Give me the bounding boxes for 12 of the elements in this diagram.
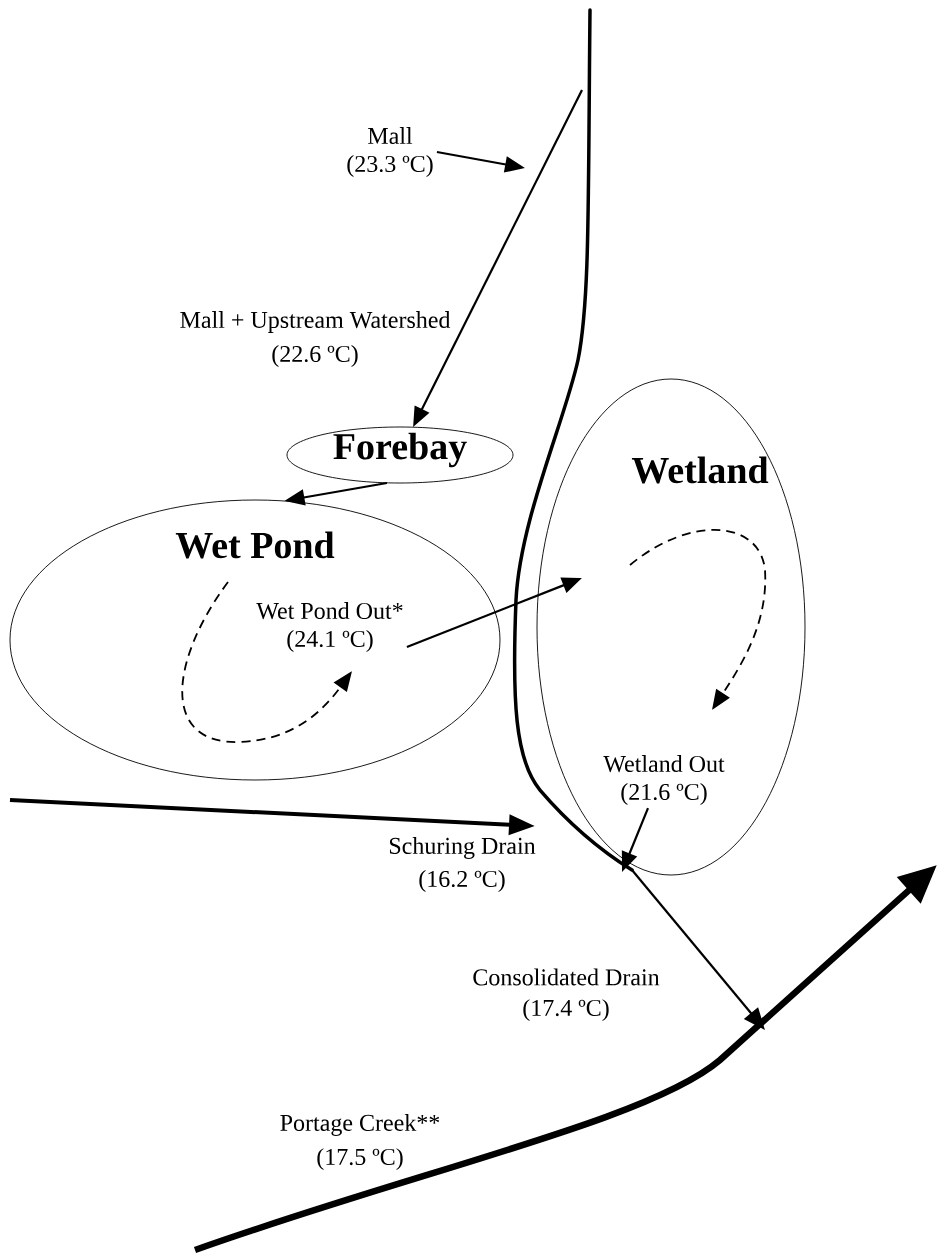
place-label: Schuring Drain [389,837,536,859]
place-label: (16.2 ºC) [419,870,505,892]
station-label: Wet Pond Out* (24.1 ºC) [256,602,403,652]
place-label: (17.5 ºC) [317,1148,403,1170]
place-label: Consolidated Drain [473,968,660,986]
place-label: (22.6 ºC) [272,345,358,367]
station-label: Mall (23.3 ºC) [347,127,433,177]
place-label: Portage Creek** [280,1114,440,1136]
station-label: Wetland Out (21.6 ºC) [603,755,725,805]
place-label: (17.4 ºC) [523,999,609,1021]
arrow [181,581,352,743]
place-label: Mall + Upstream Watershed [180,311,451,333]
